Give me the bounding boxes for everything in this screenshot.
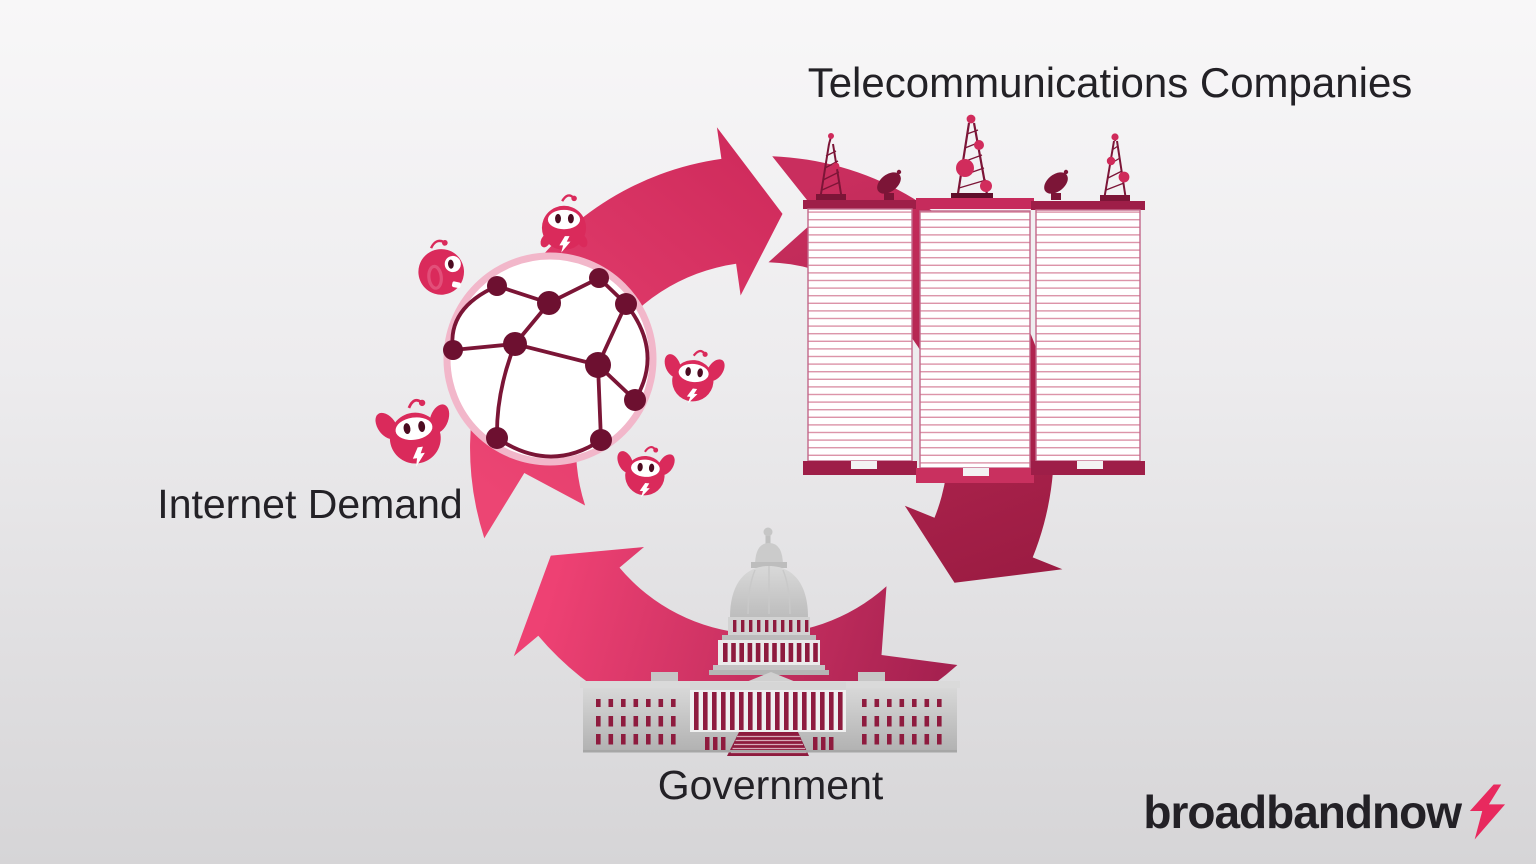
satellite-dish-icon (877, 169, 902, 200)
robot-mascot-4 (655, 345, 731, 409)
label-internet-demand: Internet Demand (157, 481, 463, 527)
lattice-tower-icon (1103, 134, 1127, 201)
brand-logo-text-broadband: broadband (1143, 786, 1373, 838)
skyscraper-2 (916, 114, 1034, 483)
telecom-skyscrapers (803, 114, 1145, 483)
robot-mascot-1 (537, 194, 591, 254)
capitol-building-icon (580, 527, 960, 756)
label-telecom-companies: Telecommunications Companies (807, 59, 1413, 106)
network-globe-icon (443, 252, 657, 466)
label-government: Government (657, 762, 884, 808)
brand-logo-text-now: now (1372, 786, 1462, 838)
lightning-bolt-icon (1469, 784, 1506, 840)
satellite-dish-icon (1044, 169, 1069, 200)
skyscraper-1 (803, 133, 917, 475)
robot-mascot-3 (367, 393, 462, 474)
robot-mascot-2 (413, 236, 468, 299)
network-nodes (443, 268, 646, 451)
skyscraper-3 (1031, 133, 1145, 475)
robot-mascot-5 (610, 443, 680, 502)
